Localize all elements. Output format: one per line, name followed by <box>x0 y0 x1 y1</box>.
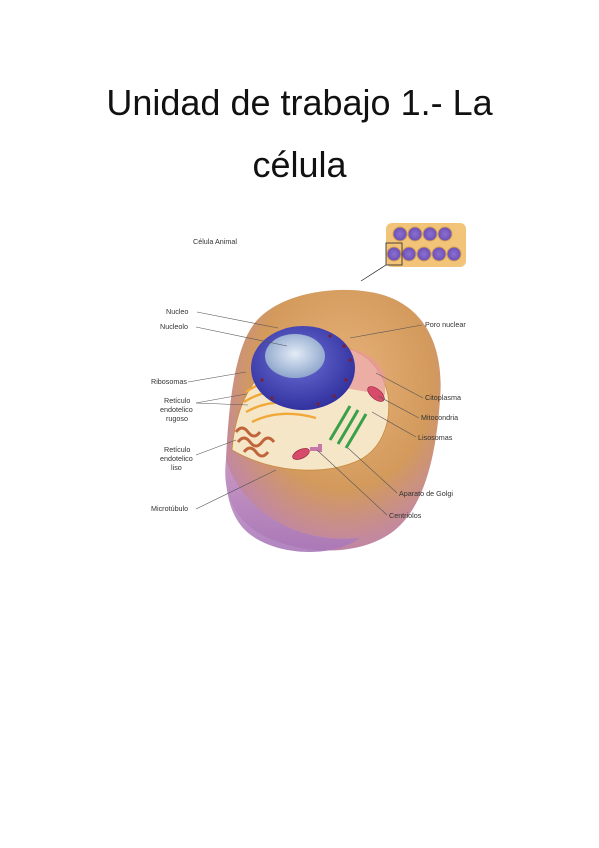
label-centriolos: Centriolos <box>389 511 422 520</box>
label-nucleo: Nucleo <box>166 307 188 316</box>
diagram-caption: Célula Animal <box>193 237 237 246</box>
page-title-line-2: célula <box>252 144 347 185</box>
label-citoplasma: Citoplasma <box>425 393 461 402</box>
label-poro-nuclear: Poro nuclear <box>425 320 466 329</box>
page-title-line-1: Unidad de trabajo 1.- La <box>106 82 493 123</box>
label-mitocondria: Mitocondria <box>421 413 458 422</box>
centrioles <box>310 444 322 452</box>
golgi-apparatus <box>328 405 368 449</box>
smooth-er <box>234 426 276 458</box>
label-aparato-golgi: Aparato de Golgi <box>399 489 453 498</box>
label-nucleolo: Nucleolo <box>160 322 188 331</box>
label-reticulo-rugoso-3: rugoso <box>166 414 188 423</box>
label-reticulo-rugoso-1: Retículo <box>164 396 190 405</box>
label-ribosomas: Ribosomas <box>151 377 187 386</box>
label-microtubulo: Microtúbulo <box>151 504 188 513</box>
page-title: Unidad de trabajo 1.- La célula <box>0 72 599 196</box>
label-reticulo-rugoso-2: endotelico <box>160 405 193 414</box>
label-reticulo-liso-3: liso <box>171 463 182 472</box>
label-lisosomas: Lisosomas <box>418 433 453 442</box>
leader-lines <box>187 311 424 516</box>
nucleus <box>251 326 355 410</box>
label-reticulo-liso-1: Retículo <box>164 445 190 454</box>
tissue-cluster <box>360 223 466 282</box>
mitochondria <box>292 386 385 460</box>
label-reticulo-liso-2: endotelico <box>160 454 193 463</box>
